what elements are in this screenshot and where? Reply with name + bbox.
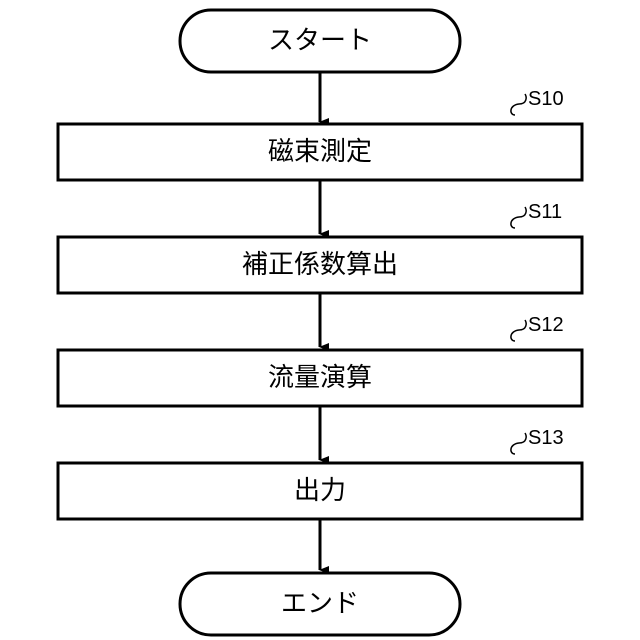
step-leader-s11 <box>511 207 526 228</box>
start-label: スタート <box>268 26 372 56</box>
process-label-s12: 流量演算 <box>268 363 372 393</box>
process-label-s13: 出力 <box>294 476 346 506</box>
step-id-s13: S13 <box>528 427 564 449</box>
end-terminal: エンド <box>180 573 460 635</box>
step-id-s12: S12 <box>528 314 564 336</box>
process-label-s11: 補正係数算出 <box>242 250 398 280</box>
step-id-s10: S10 <box>528 88 564 110</box>
end-label: エンド <box>281 589 359 619</box>
step-id-s11: S11 <box>528 201 562 223</box>
step-leader-s13 <box>511 433 526 454</box>
start-terminal: スタート <box>180 10 460 72</box>
step-leader-s10 <box>511 94 526 115</box>
process-label-s10: 磁束測定 <box>268 137 372 167</box>
step-leader-s12 <box>511 320 526 341</box>
